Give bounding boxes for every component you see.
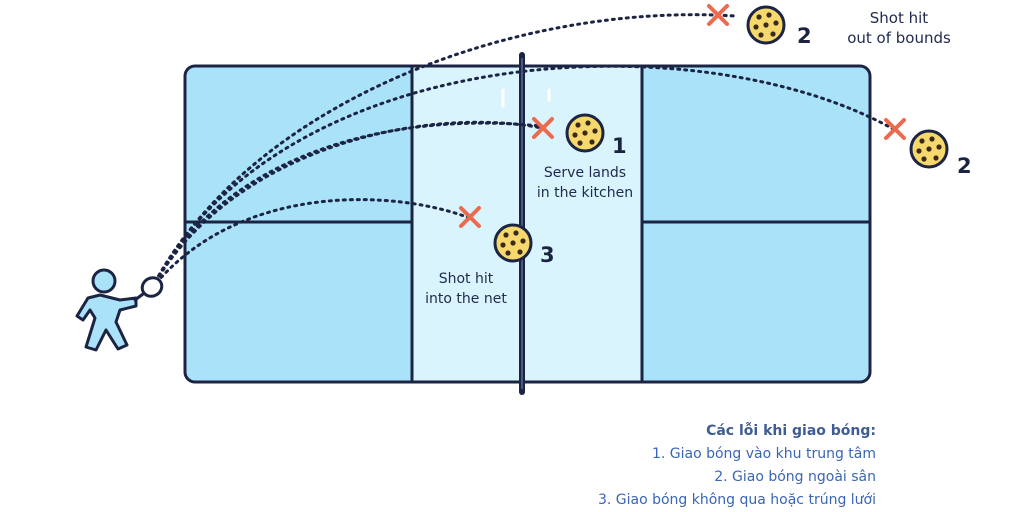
legend-item: 1. Giao bóng vào khu trung tâm bbox=[651, 446, 876, 462]
x-mark-icon bbox=[459, 206, 481, 228]
label-kitchen: Serve lands in the kitchen bbox=[526, 163, 644, 203]
label-line: into the net bbox=[425, 291, 507, 307]
x-mark-icon bbox=[532, 117, 554, 139]
trajectory-upper-extra bbox=[150, 121, 542, 290]
serve-faults-legend: Các lỗi khi giao bóng: 1. Giao bóng vào … bbox=[598, 420, 876, 512]
pickleball-ball-icon bbox=[493, 223, 533, 263]
legend-title: Các lỗi khi giao bóng: bbox=[706, 423, 876, 439]
marker-number-out-top: 2 bbox=[797, 24, 812, 48]
trajectory-net bbox=[150, 198, 474, 290]
left-kitchen-zone bbox=[412, 67, 522, 381]
serve-trajectories bbox=[150, 13, 897, 290]
pickleball-ball-icon bbox=[565, 113, 605, 153]
marker-number-out-right: 2 bbox=[957, 154, 972, 178]
label-line: Serve lands bbox=[543, 165, 627, 181]
trajectory-out-right bbox=[150, 64, 897, 290]
label-line: Shot hit bbox=[438, 271, 494, 287]
legend-item: 3. Giao bóng không qua hoặc trúng lưới bbox=[597, 492, 876, 508]
pickleball-player-icon bbox=[75, 268, 164, 352]
label-net: Shot hit into the net bbox=[410, 269, 522, 309]
marker-number-kitchen: 1 bbox=[612, 134, 627, 158]
x-mark-icon bbox=[707, 4, 729, 26]
pickleball-ball-icon bbox=[909, 129, 949, 169]
marker-number-net: 3 bbox=[540, 243, 555, 267]
label-line: in the kitchen bbox=[536, 185, 634, 201]
court bbox=[183, 52, 872, 395]
label-line: Shot hit bbox=[869, 9, 929, 27]
x-mark-icon bbox=[884, 118, 906, 140]
pickleball-ball-icon bbox=[746, 5, 786, 45]
label-line: out of bounds bbox=[847, 29, 951, 47]
legend-item: 2. Giao bóng ngoài sân bbox=[714, 469, 876, 485]
label-out-of-bounds: Shot hit out of bounds bbox=[836, 8, 962, 48]
